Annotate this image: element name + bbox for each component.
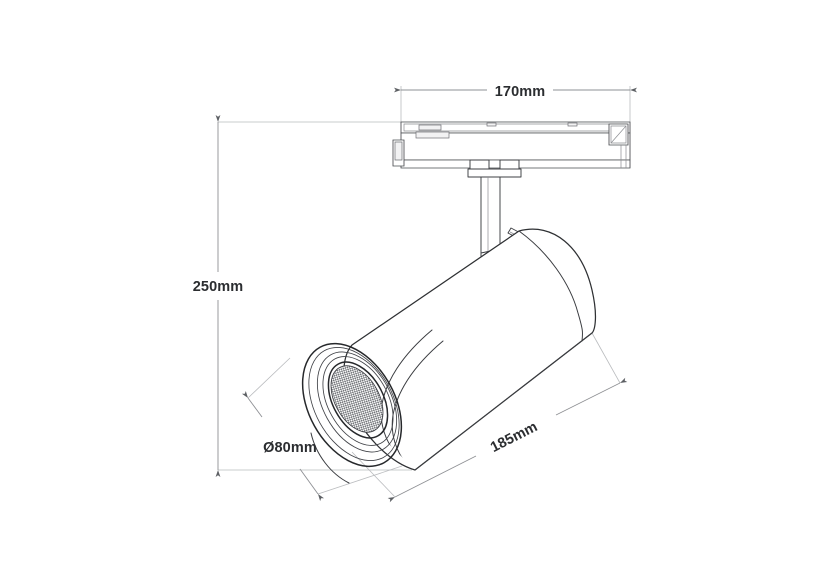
dimension-170mm-label: 170mm bbox=[495, 84, 545, 100]
dimension-250mm-label: 250mm bbox=[193, 279, 243, 295]
track-adapter bbox=[392, 121, 631, 169]
dimension-80mm: Ø80mm bbox=[241, 390, 325, 502]
dimension-80mm-label: Ø80mm bbox=[263, 440, 317, 456]
dimension-250mm: 250mm bbox=[193, 115, 243, 477]
mounting-stem bbox=[467, 159, 529, 259]
adapter-detail-b bbox=[415, 131, 450, 139]
adapter-detail-a bbox=[418, 124, 442, 131]
dimension-170mm: 170mm bbox=[394, 84, 637, 100]
